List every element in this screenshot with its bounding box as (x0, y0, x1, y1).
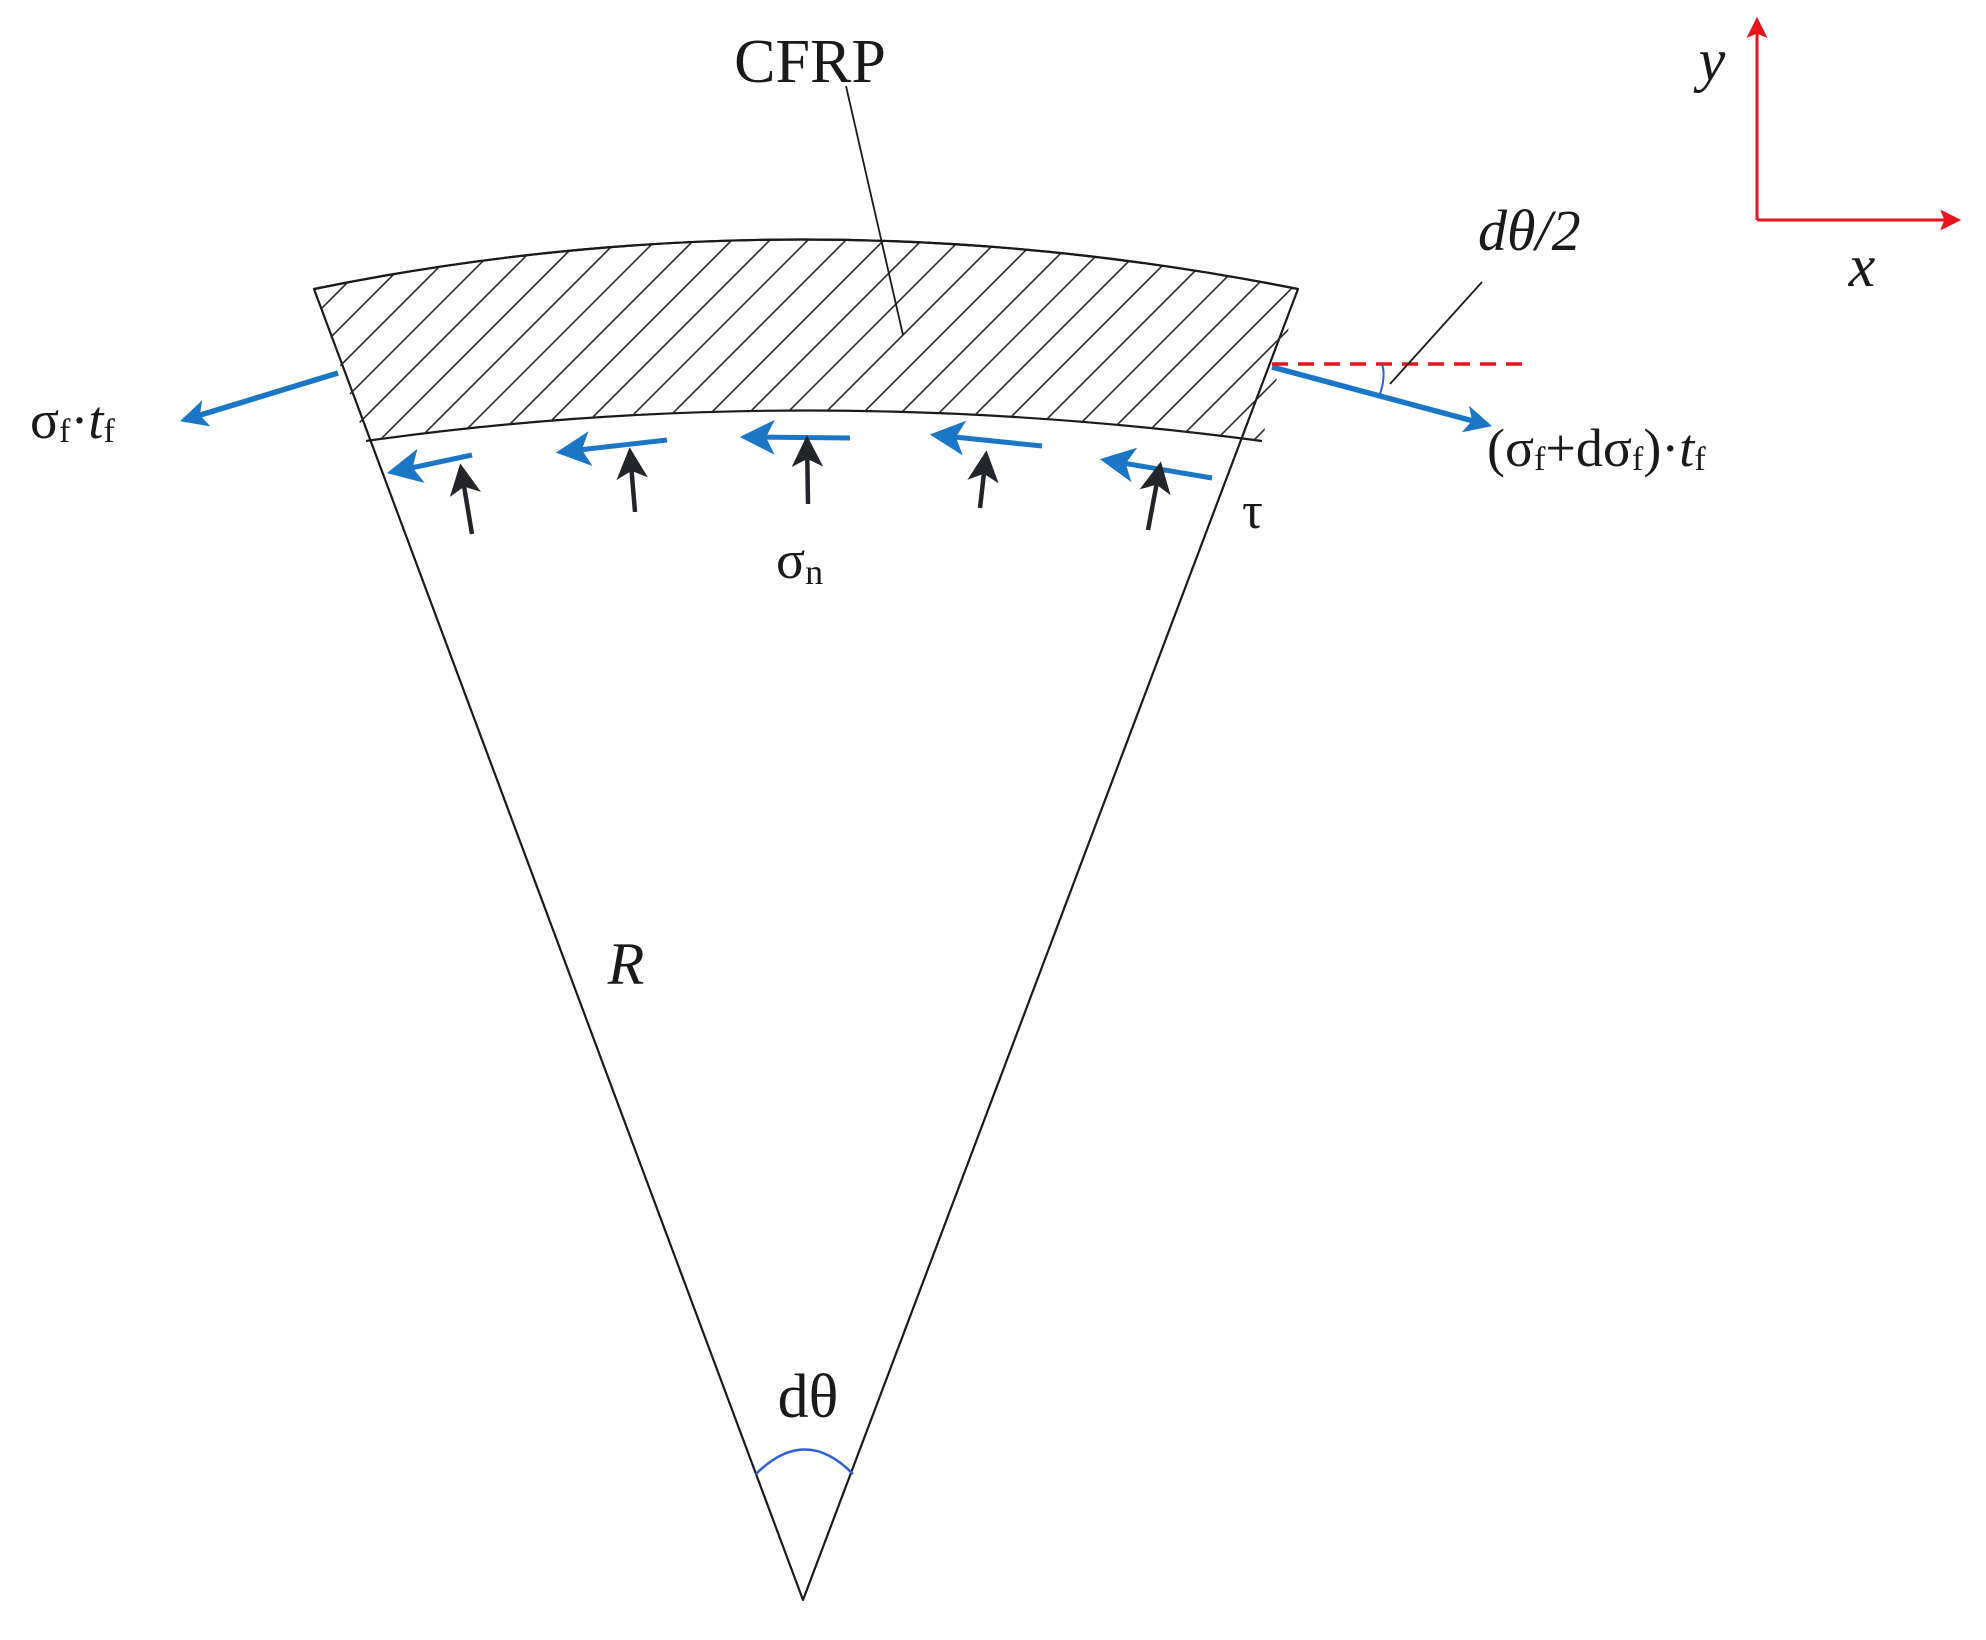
normal-stress-label: σn (776, 530, 823, 592)
half-angle-label: dθ/2 (1478, 198, 1581, 263)
center-angle-arc (755, 1448, 854, 1475)
right-force-dsigma-sub: f (1632, 441, 1644, 478)
left-force-dot: · (70, 390, 88, 450)
half-angle-leader (1389, 281, 1483, 385)
left-force-label: σf·tf (30, 390, 115, 450)
cfrp-leader-line (845, 85, 904, 336)
hatch-line (1223, 239, 1298, 441)
hatch-line (463, 239, 735, 441)
center-angle-text: dθ (778, 1363, 839, 1431)
shear-stress-arrows (386, 419, 1213, 483)
sector-element (312, 238, 1300, 1602)
half-angle-arc (1379, 363, 1385, 395)
hatch-line (314, 239, 545, 441)
right-force-t-sub: f (1694, 441, 1706, 478)
normal-arrow (967, 450, 999, 509)
left-force-t-sub: f (103, 413, 115, 450)
radius-label: R (607, 931, 645, 997)
hatch-line (349, 239, 621, 441)
center-angle-label: dθ (778, 1363, 839, 1431)
normal-arrow (1139, 461, 1171, 531)
cfrp-callout: CFRP (734, 28, 904, 336)
normal-stress-arrows (449, 435, 1171, 535)
right-force-arrow (1271, 364, 1492, 433)
cfrp-inner-boundary (365, 409, 1263, 443)
left-force-arrow (180, 370, 339, 427)
hatch-line (1185, 239, 1298, 441)
right-force-label: (σf+dσf)·tf (1487, 418, 1706, 478)
shear-arrow (929, 420, 1043, 456)
hatch-line (919, 239, 1191, 441)
shear-arrow (555, 431, 668, 467)
right-force-sigma-sub: f (1534, 441, 1546, 478)
right-force-t: t (1679, 418, 1696, 478)
normal-stress-symbol: σ (776, 530, 805, 590)
right-force-plus: +dσ (1545, 418, 1632, 478)
cfrp-label: CFRP (734, 28, 886, 96)
x-axis-label: x (1848, 233, 1876, 299)
shear-arrow (386, 448, 473, 483)
normal-arrow (616, 447, 648, 513)
hatch-line (1071, 239, 1298, 441)
left-force-sigma: σ (30, 390, 59, 450)
normal-arrow (449, 463, 481, 535)
left-force-sigma-sub: f (59, 413, 71, 450)
shear-arrow (739, 419, 851, 455)
hatch-line (1109, 239, 1298, 441)
right-force-open: (σ (1487, 418, 1534, 478)
hatch-line (314, 239, 583, 441)
cfrp-band-outline (313, 238, 1299, 291)
hatch-line (387, 239, 659, 441)
left-force-t: t (88, 390, 105, 450)
normal-stress-subscript: n (805, 552, 823, 592)
y-axis-label: y (1693, 27, 1726, 93)
shear-label: τ (1242, 483, 1263, 540)
hatch-line (1147, 239, 1298, 441)
normal-arrow (791, 435, 824, 505)
right-force-close: )· (1643, 418, 1679, 478)
coordinate-axes: y x (1693, 16, 1962, 299)
hatch-line (881, 239, 1153, 441)
